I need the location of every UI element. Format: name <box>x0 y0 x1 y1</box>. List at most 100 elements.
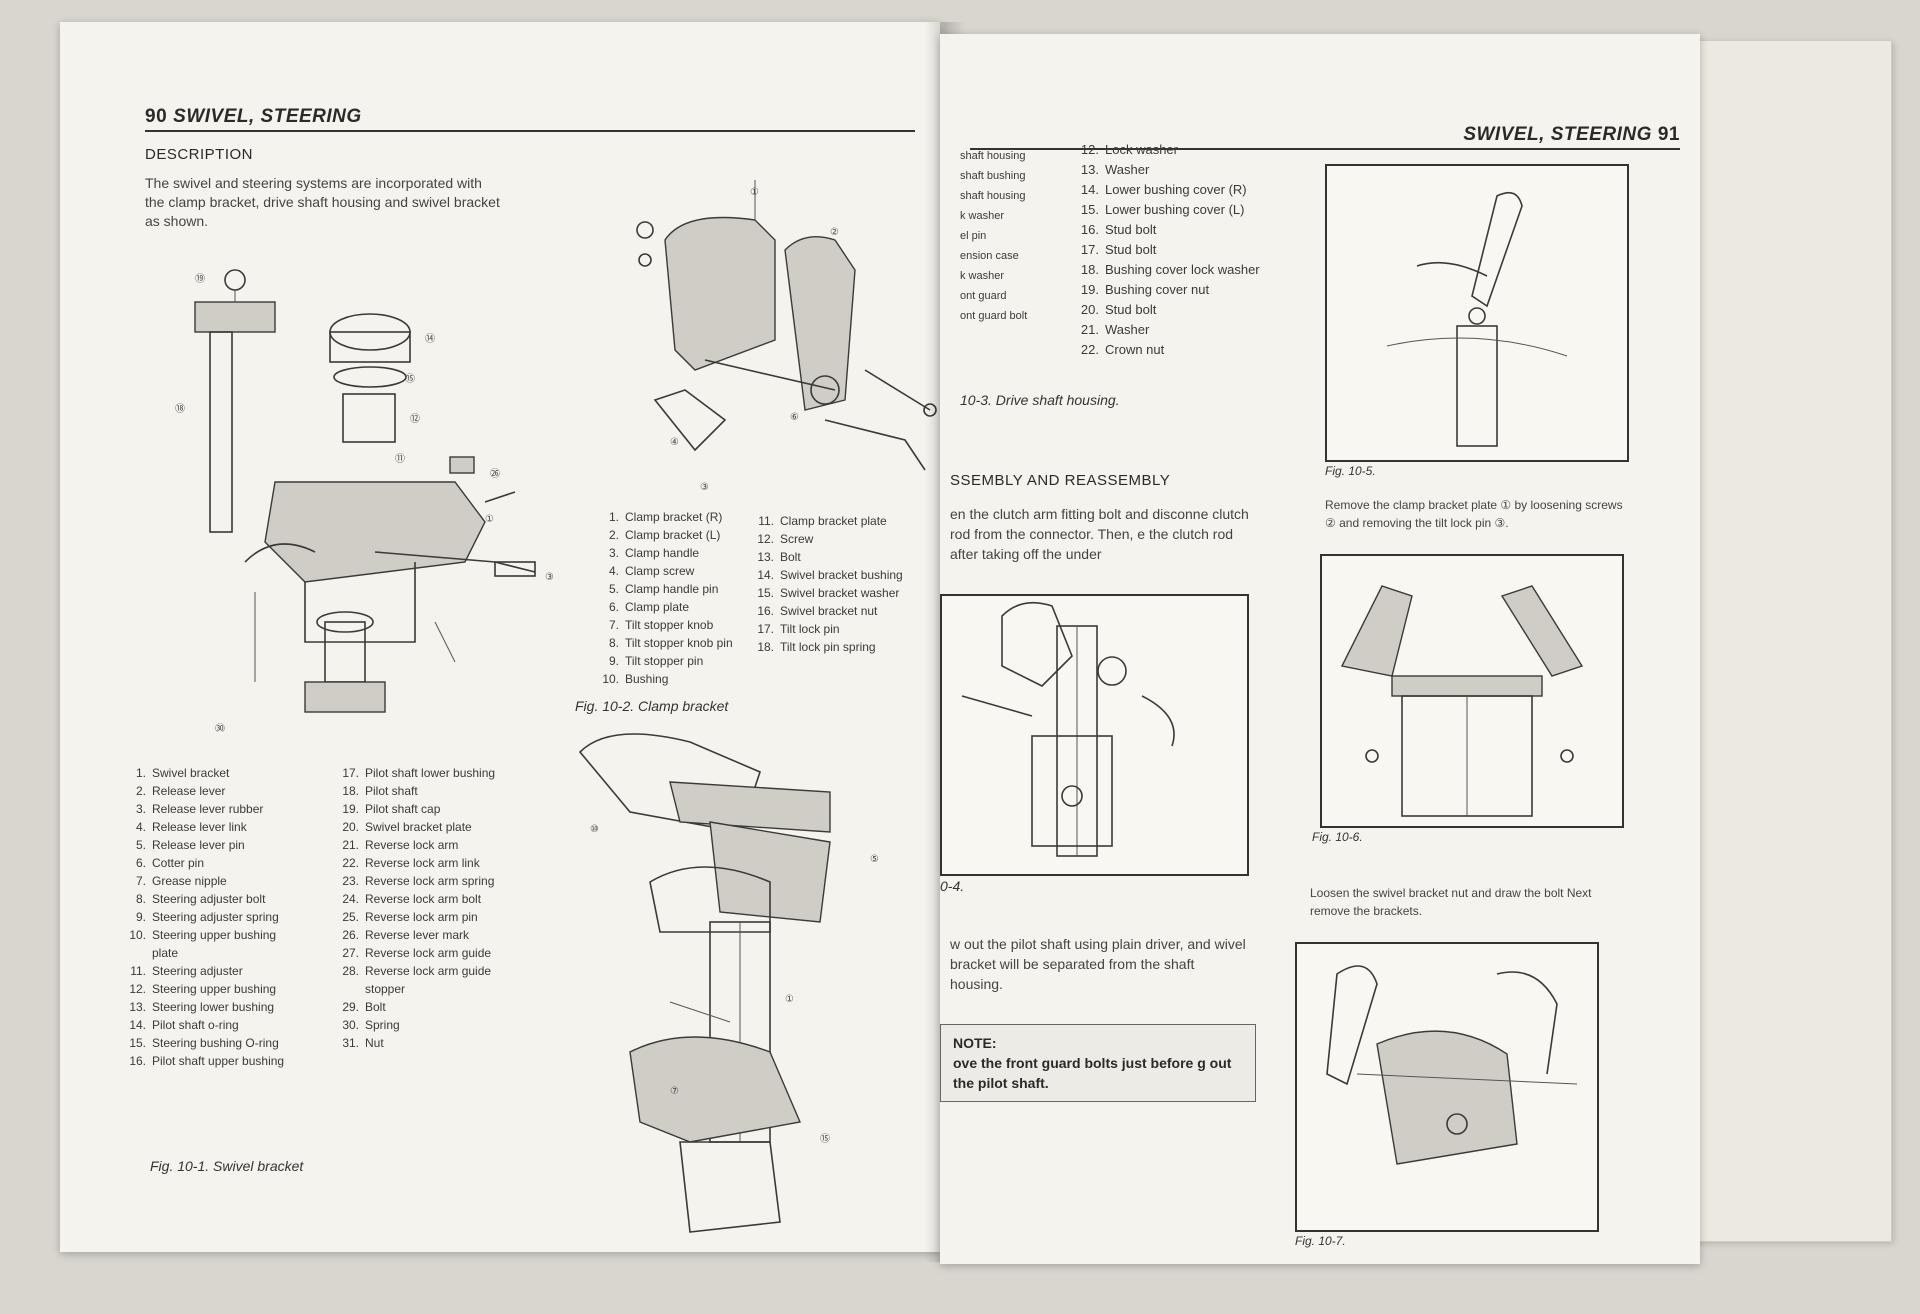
section-title-disassembly: SSEMBLY AND REASSEMBLY <box>950 472 1171 489</box>
parts-item-label: Reverse lock arm guide <box>365 946 492 960</box>
parts-item-number: 10. <box>129 928 146 942</box>
parts-item-number: 16. <box>757 604 774 618</box>
parts-list-item: 8.Steering adjuster bolt <box>122 890 292 908</box>
svg-text:⑦: ⑦ <box>670 1086 679 1097</box>
parts-item-number: 18. <box>1080 262 1099 277</box>
parts-list-item: 1.Swivel bracket <box>122 764 292 782</box>
fig-10-6-text: Loosen the swivel bracket nut and draw t… <box>1310 886 1592 918</box>
clamp-parts-list-col1: 1.Clamp bracket (R)2.Clamp bracket (L)3.… <box>595 508 795 688</box>
parts-item-label: Release lever link <box>152 820 247 834</box>
description-text: The swivel and steering systems are inco… <box>145 175 500 229</box>
parts-list-item: 30.Spring <box>335 1016 525 1034</box>
parts-list-item: shaft housing <box>960 146 1050 166</box>
parts-list-item: 21. Washer <box>1075 320 1280 340</box>
parts-item-number: 17. <box>757 622 774 636</box>
parts-item-number: 20. <box>342 820 359 834</box>
parts-list-item: 15.Swivel bracket washer <box>750 584 940 602</box>
parts-list-item: k washer <box>960 206 1050 226</box>
parts-list-item: 17.Tilt lock pin <box>750 620 940 638</box>
parts-list-item: ension case <box>960 246 1050 266</box>
parts-list-item: 25.Reverse lock arm pin <box>335 908 525 926</box>
parts-item-label: Tilt stopper knob <box>625 618 714 632</box>
parts-list-item: 5.Clamp handle pin <box>595 580 795 598</box>
parts-list-item: 10. Steering upper bushing plate <box>122 926 292 962</box>
parts-list-item: 13.Washer <box>1075 160 1280 180</box>
fig-10-2-caption: Fig. 10-2. Clamp bracket <box>575 698 729 714</box>
parts-item-number: 30. <box>342 1018 359 1032</box>
parts-item-number: 7. <box>608 618 619 632</box>
parts-list-item: 19.Pilot shaft cap <box>335 800 525 818</box>
parts-item-number: 18. <box>342 784 359 798</box>
fig-10-7-photo <box>1295 942 1599 1232</box>
fig-10-4-caption: 0-4. <box>940 878 965 894</box>
parts-item-number: 16. <box>1080 222 1099 237</box>
parts-item-label: Bushing cover nut <box>1105 282 1210 297</box>
note-box: NOTE: ove the front guard bolts just bef… <box>940 1024 1256 1102</box>
svg-text:①: ① <box>485 514 494 525</box>
parts-item-number: 7. <box>135 874 146 888</box>
parts-list-item: 6.Clamp plate <box>595 598 795 616</box>
parts-item-label: Reverse lever mark <box>365 928 470 942</box>
disassembly-text-2: w out the pilot shaft using plain driver… <box>950 936 1246 992</box>
parts-item-label: Reverse lock arm guide stopper <box>365 964 492 996</box>
parts-item-number: 4. <box>608 564 619 578</box>
parts-item-label: Stud bolt <box>1105 242 1157 257</box>
parts-item-number: 22. <box>342 856 359 870</box>
parts-item-number: 12. <box>757 532 774 546</box>
parts-item-number: 20. <box>1080 302 1099 317</box>
parts-item-label: Swivel bracket nut <box>780 604 878 618</box>
svg-text:⑱: ⑱ <box>175 403 185 415</box>
fig-10-5-text: Remove the clamp bracket plate ① by loos… <box>1325 498 1623 530</box>
parts-item-number: 23. <box>342 874 359 888</box>
parts-item-label: Lower bushing cover (L) <box>1105 202 1245 217</box>
parts-item-number: 10. <box>602 672 619 686</box>
parts-list-item: 17.Pilot shaft lower bushing <box>335 764 525 782</box>
parts-item-label: Steering upper bushing plate <box>152 928 277 960</box>
parts-list-item: ont guard bolt <box>960 306 1050 326</box>
parts-item-label: Release lever <box>152 784 226 798</box>
parts-item-label: el pin <box>960 230 987 242</box>
parts-item-label: Steering adjuster bolt <box>152 892 266 906</box>
parts-item-label: Pilot shaft <box>365 784 418 798</box>
parts-item-number: 15. <box>1080 202 1099 217</box>
svg-text:①: ① <box>785 994 794 1005</box>
parts-list-item: 16.Stud bolt <box>1075 220 1280 240</box>
parts-item-label: shaft bushing <box>960 170 1026 182</box>
parts-list-item: 12.Lock washer <box>1075 140 1280 160</box>
svg-text:⑮: ⑮ <box>405 373 415 385</box>
parts-item-number: 17. <box>342 766 359 780</box>
parts-item-number: 16. <box>129 1054 146 1068</box>
parts-list-item: 29.Bolt <box>335 998 525 1016</box>
swivel-bracket-drawing: ⑲ ⑱ ⑭ ⑮ ⑫ ⑪ ㉖ ① ③ ㉚ <box>155 262 575 732</box>
parts-list-item: 13.Steering lower bushing <box>122 998 292 1016</box>
fig-10-7-caption: Fig. 10-7. <box>1295 1234 1346 1248</box>
fig-10-1-caption: Fig. 10-1. Swivel bracket <box>150 1158 304 1174</box>
svg-text:㉚: ㉚ <box>215 723 225 732</box>
parts-item-number: 21. <box>1080 322 1099 337</box>
parts-item-label: Clamp handle pin <box>625 582 719 596</box>
parts-item-label: ont guard <box>960 290 1007 302</box>
parts-list-item: 26.Reverse lever mark <box>335 926 525 944</box>
parts-list-item: 13.Bolt <box>750 548 940 566</box>
parts-list-item: 27.Reverse lock arm guide <box>335 944 525 962</box>
fig-10-3-caption: 10-3. Drive shaft housing. <box>960 392 1120 408</box>
svg-text:③: ③ <box>700 482 709 493</box>
parts-list-item: 28.Reverse lock arm guide stopper <box>335 962 525 998</box>
parts-item-label: Washer <box>1105 322 1150 337</box>
swivel-parts-list-col2: 17.Pilot shaft lower bushing 18. Pilot sha… <box>335 764 525 1052</box>
parts-item-number: 19. <box>1080 282 1099 297</box>
parts-item-number: 3. <box>135 802 146 816</box>
parts-item-label: k washer <box>960 270 1005 282</box>
parts-item-label: shaft housing <box>960 190 1026 202</box>
parts-item-number: 2. <box>135 784 146 798</box>
parts-list-item: 8.Tilt stopper knob pin <box>595 634 795 652</box>
parts-item-label: Release lever pin <box>152 838 245 852</box>
parts-item-number: 19. <box>342 802 359 816</box>
parts-item-label: Lower bushing cover (R) <box>1105 182 1247 197</box>
parts-list-item: 9.Tilt stopper pin <box>595 652 795 670</box>
parts-list-item: 17.Stud bolt <box>1075 240 1280 260</box>
parts-item-label: Pilot shaft o-ring <box>152 1018 239 1032</box>
svg-text:⑭: ⑭ <box>425 333 435 345</box>
